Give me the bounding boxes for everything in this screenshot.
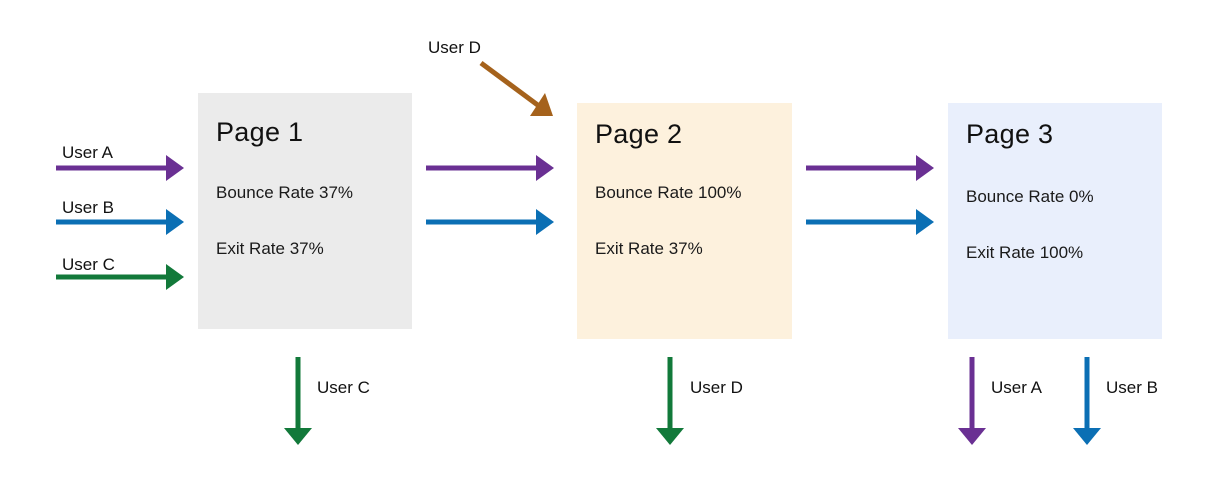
page-1-box: Page 1 Bounce Rate 37% Exit Rate 37% bbox=[198, 93, 412, 329]
page-1-title: Page 1 bbox=[216, 117, 304, 147]
arrow-user-b-page2-to-page3 bbox=[806, 209, 934, 235]
arrow-user-a-page2-to-page3 bbox=[806, 155, 934, 181]
arrow-user-a-exit bbox=[958, 357, 986, 445]
label-user-d-entry: User D bbox=[428, 38, 481, 57]
page-3-bounce-rate: Bounce Rate 0% bbox=[966, 187, 1094, 206]
label-user-a-entry: User A bbox=[62, 143, 114, 162]
arrow-user-d-exit bbox=[656, 357, 684, 445]
label-user-c-entry: User C bbox=[62, 255, 115, 274]
arrow-user-c-entry bbox=[56, 264, 184, 290]
label-user-c-exit: User C bbox=[317, 378, 370, 397]
arrow-user-a-entry bbox=[56, 155, 184, 181]
page-1-exit-rate: Exit Rate 37% bbox=[216, 239, 324, 258]
page-2-box: Page 2 Bounce Rate 100% Exit Rate 37% bbox=[577, 103, 792, 339]
label-user-b-exit: User B bbox=[1106, 378, 1158, 397]
arrow-user-b-exit bbox=[1073, 357, 1101, 445]
label-user-b-entry: User B bbox=[62, 198, 114, 217]
page-1-bounce-rate: Bounce Rate 37% bbox=[216, 183, 354, 202]
arrow-user-a-page1-to-page2 bbox=[426, 155, 554, 181]
label-user-d-exit: User D bbox=[690, 378, 743, 397]
label-user-a-exit: User A bbox=[991, 378, 1043, 397]
page-3-exit-rate: Exit Rate 100% bbox=[966, 243, 1084, 262]
arrow-user-d-entry bbox=[479, 60, 553, 116]
arrow-user-b-page1-to-page2 bbox=[426, 209, 554, 235]
arrow-user-b-entry bbox=[56, 209, 184, 235]
page-3-title: Page 3 bbox=[966, 119, 1054, 149]
page-2-exit-rate: Exit Rate 37% bbox=[595, 239, 703, 258]
arrow-user-c-exit bbox=[284, 357, 312, 445]
page-3-box: Page 3 Bounce Rate 0% Exit Rate 100% bbox=[948, 103, 1162, 339]
page-2-bounce-rate: Bounce Rate 100% bbox=[595, 183, 742, 202]
page-2-title: Page 2 bbox=[595, 119, 683, 149]
